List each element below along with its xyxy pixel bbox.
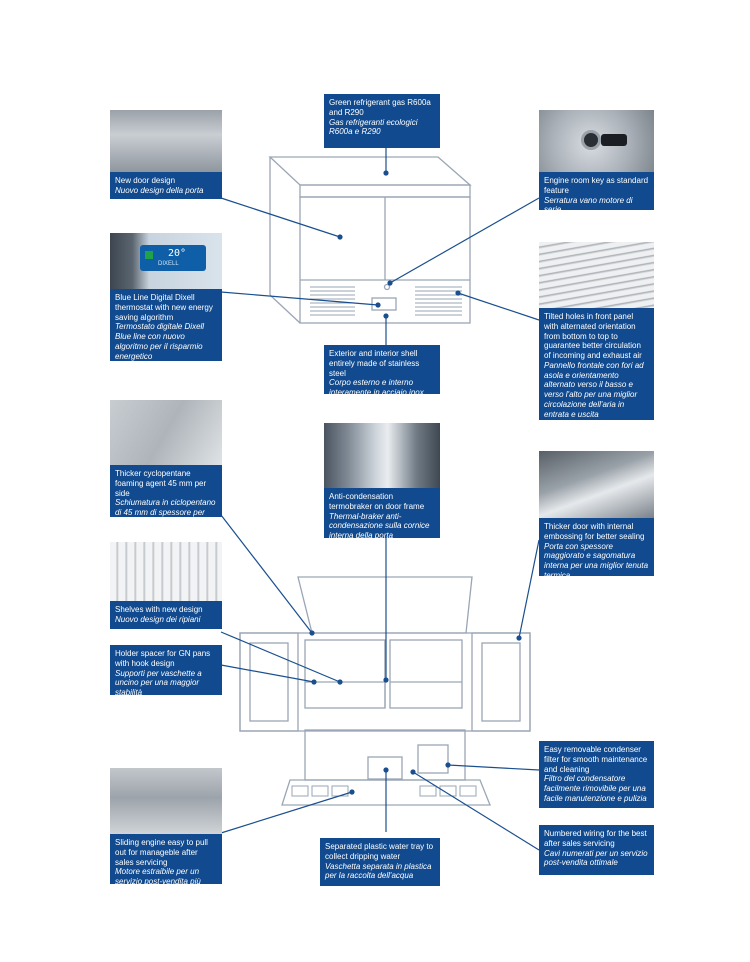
callout-foaming-it: Schiumatura in ciclopentano di 45 mm di …: [115, 498, 216, 527]
front-grille-right: [415, 286, 462, 316]
callout-door-design-it: Nuovo design della porta: [115, 185, 204, 195]
thermostat-reading: 20°: [168, 248, 187, 259]
callout-gas-it: Gas refrigeranti ecologici R600a e R290: [329, 117, 418, 137]
callout-thermostat: Blue Line Digital Dixell thermostat with…: [110, 289, 222, 361]
callout-gas: Green refrigerant gas R600a and R290 Gas…: [324, 94, 440, 148]
foaming-photo: [110, 400, 222, 465]
callout-gas-en: Green refrigerant gas R600a and R290: [329, 98, 431, 117]
callout-anticondensation: Anti-condensation termobraker on door fr…: [324, 488, 440, 541]
thermostat-photo: 20° DIXELL: [110, 233, 222, 289]
leaders: [220, 148, 540, 851]
engine-photo: [110, 768, 222, 834]
callout-water-tray-it: Vaschetta separata in plastica per la ra…: [325, 861, 432, 881]
door-seal-photo: [539, 451, 654, 518]
callout-wiring: Numbered wiring for the best after sales…: [539, 825, 654, 875]
callout-shelves-it: Nuovo design dei ripiani: [115, 614, 201, 624]
callout-sliding-engine-it: Motore estraibile per un servizio post-v…: [115, 867, 201, 896]
thermostat-panel: 20° DIXELL: [140, 245, 206, 271]
callout-shelves-en: Shelves with new design: [115, 605, 203, 614]
callout-engine-key-it: Serratura vano motore di serie: [544, 195, 633, 215]
callout-condenser-filter-en: Easy removable condenser filter for smoo…: [544, 745, 648, 774]
callout-tilted-holes: Tilted holes in front panel with alterna…: [539, 308, 654, 420]
callout-thicker-door-it: Porta con spessore maggiorato e sagomatu…: [544, 541, 649, 580]
key-icon: [601, 134, 627, 146]
shelves-photo: [110, 542, 222, 601]
callout-shell-it: Corpo esterno e interno interamente in a…: [329, 378, 424, 397]
callout-shelves: Shelves with new design Nuovo design dei…: [110, 601, 222, 629]
callout-water-tray: Separated plastic water tray to collect …: [320, 838, 440, 886]
engine-key-photo: [539, 110, 654, 172]
callout-wiring-en: Numbered wiring for the best after sales…: [544, 829, 647, 848]
power-icon: [145, 251, 153, 259]
callout-door-design: New door design Nuovo design della porta: [110, 172, 222, 199]
callout-sliding-engine-en: Sliding engine easy to pull out for mana…: [115, 838, 208, 867]
callout-foaming: Thicker cyclopentane foaming agent 45 mm…: [110, 465, 222, 527]
callout-thermostat-it: Termostato digitale Dixell Blue line con…: [115, 322, 205, 361]
key-lock-icon: [581, 130, 601, 150]
callout-condenser-filter: Easy removable condenser filter for smoo…: [539, 741, 654, 808]
callout-shell: Exterior and interior shell entirely mad…: [324, 345, 440, 397]
callout-wiring-it: Cavi numerati per un servizio post-vendi…: [544, 848, 648, 868]
callout-anticondensation-it: Thermal-braker anti-condensazione sulla …: [329, 511, 430, 541]
bottom-counter-drawing: [239, 576, 531, 806]
callout-holder-spacer-it: Supporti per vaschette a uncino per una …: [115, 668, 202, 698]
door-design-photo: [110, 110, 222, 172]
front-panel-photo: [539, 242, 654, 308]
callout-water-tray-en: Separated plastic water tray to collect …: [325, 842, 434, 861]
callout-engine-key-en: Engine room key as standard feature: [544, 176, 649, 195]
callout-foaming-en: Thicker cyclopentane foaming agent 45 mm…: [115, 469, 207, 498]
callout-shell-en: Exterior and interior shell entirely mad…: [329, 349, 420, 378]
door-frame-photo: [324, 423, 440, 488]
callout-thicker-door-en: Thicker door with internal embossing for…: [544, 522, 645, 541]
callout-thermostat-en: Blue Line Digital Dixell thermostat with…: [115, 293, 213, 322]
thermostat-brand: DIXELL: [158, 261, 179, 267]
callout-holder-spacer-en: Holder spacer for GN pans with hook desi…: [115, 649, 211, 668]
callout-tilted-holes-en: Tilted holes in front panel with alterna…: [544, 312, 642, 360]
callout-condenser-filter-it: Filtro del condensatore facilmente rimov…: [544, 774, 647, 803]
callout-tilted-holes-it: Pannello frontale con fori ad asola e or…: [544, 360, 644, 419]
callout-sliding-engine: Sliding engine easy to pull out for mana…: [110, 834, 222, 896]
callout-door-design-en: New door design: [115, 176, 176, 185]
callout-engine-key: Engine room key as standard feature Serr…: [539, 172, 654, 214]
callout-thicker-door: Thicker door with internal embossing for…: [539, 518, 654, 580]
keyhole-outline: [383, 283, 391, 291]
callout-anticondensation-en: Anti-condensation termobraker on door fr…: [329, 492, 425, 511]
callout-holder-spacer: Holder spacer for GN pans with hook desi…: [110, 645, 222, 698]
